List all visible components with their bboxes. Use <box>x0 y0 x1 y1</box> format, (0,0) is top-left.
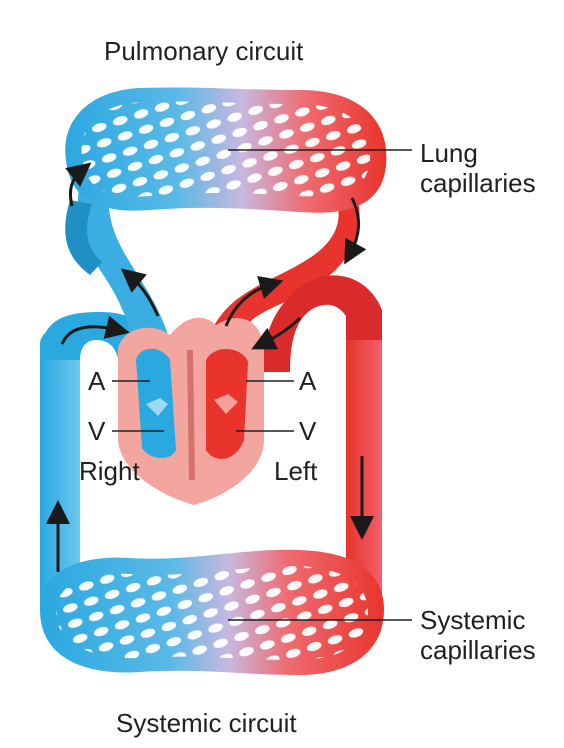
systemic-capillary-mesh <box>56 566 368 660</box>
systemic-capillaries-line1: Systemic <box>420 605 526 635</box>
left-side-label: Left <box>274 456 318 486</box>
right-valves <box>146 398 168 416</box>
systemic-circuit-title: Systemic circuit <box>116 708 297 738</box>
arrow-aortic-up <box>224 275 284 327</box>
lung-capillaries-line2: capillaries <box>420 168 536 198</box>
arrow-into-lungs <box>65 162 92 207</box>
lung-capillaries-label: Lung capillaries <box>420 138 536 198</box>
right-ventricle-label: V <box>88 416 106 446</box>
arrow-into-right-atrium <box>60 315 130 345</box>
right-atrium-label: A <box>88 366 106 396</box>
systemic-capillaries-label: Systemic capillaries <box>420 605 536 665</box>
pulmonary-artery-loop <box>65 200 102 275</box>
arrow-pulmonary-up <box>120 268 160 317</box>
lung-capillary-mesh <box>81 101 371 197</box>
arrow-to-left-atrium <box>251 316 302 350</box>
aortic-arch <box>262 275 382 372</box>
systemic-capillaries-line2: capillaries <box>420 635 536 665</box>
pulmonary-circuit-title: Pulmonary circuit <box>104 36 304 66</box>
aorta-vessel <box>346 320 382 620</box>
left-valves <box>214 394 238 414</box>
lung-capillaries-line1: Lung <box>420 138 478 168</box>
septum <box>187 349 195 481</box>
left-atrium-label: A <box>299 366 317 396</box>
arrow-lung-exit <box>344 197 367 265</box>
right-side-label: Right <box>79 456 140 486</box>
vena-cava-vessel <box>40 330 80 620</box>
left-ventricle-label: V <box>299 416 317 446</box>
